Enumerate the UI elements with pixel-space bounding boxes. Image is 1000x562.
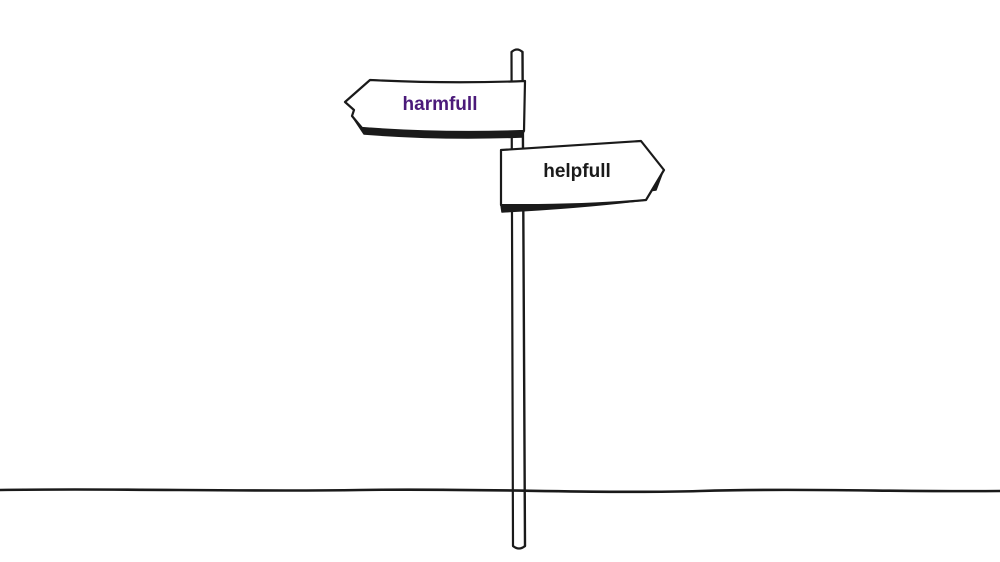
- left-sign-label: harmfull: [403, 94, 478, 115]
- ground-line: [0, 488, 1000, 494]
- left-arrow-sign: harmfull: [343, 78, 527, 139]
- right-sign-label: helpfull: [543, 161, 611, 182]
- right-arrow-sign: helpfull: [499, 139, 666, 213]
